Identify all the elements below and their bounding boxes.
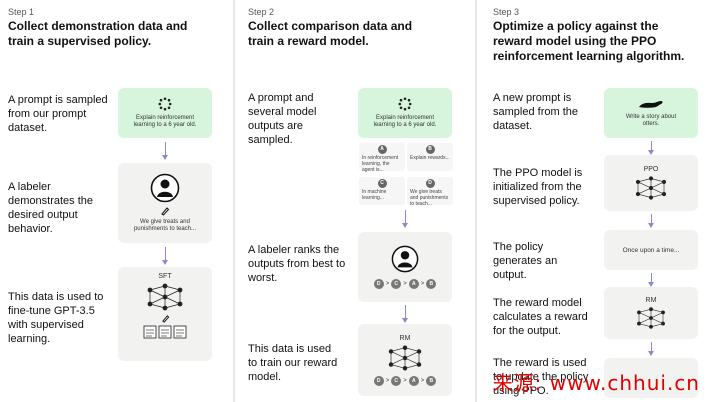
step-3-row-3-text: The policy generates an output. xyxy=(493,241,558,281)
step-3-rm-box: RM xyxy=(604,287,698,339)
ppo-label: PPO xyxy=(643,165,659,173)
step-1-labeler-box: We give treats and punishments to teach.… xyxy=(118,163,212,243)
step-2-label: Step 2 xyxy=(248,7,275,17)
step-3-row-4-text: The reward model calculates a reward for… xyxy=(493,297,588,337)
step-1-arrow-2 xyxy=(162,247,168,265)
step-3-row-5-text: The reward is used to update the policy … xyxy=(493,357,589,397)
step-3-arrow-1 xyxy=(648,141,654,155)
output-a-letter: A xyxy=(377,145,387,154)
output-d-letter: D xyxy=(425,179,435,188)
neural-network-icon xyxy=(388,344,422,371)
step-3-output-text: Once upon a time... xyxy=(622,246,680,254)
sft-label: SFT xyxy=(158,273,172,280)
step-3-row-2-text: The PPO model is initialized from the su… xyxy=(493,167,583,207)
step-1-title: Collect demonstration data and train a s… xyxy=(8,19,188,48)
step-1-label: Step 1 xyxy=(8,7,35,17)
step-2-arrow-2 xyxy=(402,305,408,323)
step-2-prompt-box: Explain reinforcement learning to a 6 ye… xyxy=(358,88,452,138)
otter-icon xyxy=(639,101,663,108)
step-1-column: Step 1 Collect demonstration data and tr… xyxy=(0,0,232,402)
output-a-text: In reinforcement learning, the agent is.… xyxy=(362,155,399,173)
rank-3: A xyxy=(408,279,419,289)
step-3-label: Step 3 xyxy=(493,7,520,17)
step-2-prompt-text: Explain reinforcement learning to a 6 ye… xyxy=(373,115,437,128)
pencil-icon xyxy=(161,207,170,216)
step-2-row-2-text: A labeler ranks the outputs from best to… xyxy=(248,244,346,284)
step-1-row-3-text: This data is used to fine-tune GPT-3.5 w… xyxy=(8,291,104,345)
step-2-row-1-text: A prompt and several model outputs are s… xyxy=(248,92,317,146)
rank-2: C xyxy=(391,279,402,289)
step-2-ranking-row: D> C> A> B xyxy=(373,279,437,289)
step-3-arrow-2 xyxy=(648,214,654,228)
rm-rank-3: A xyxy=(408,375,419,386)
output-d-text: We give treats and punishments to teach.… xyxy=(410,189,449,207)
neural-network-icon xyxy=(635,175,667,200)
loading-spinner-icon xyxy=(158,97,172,111)
step-3-reward-box xyxy=(604,358,698,398)
step-3-output-box: Once upon a time... xyxy=(604,230,698,270)
documents-icon xyxy=(143,325,187,339)
watermark-text: 来源: www.chhui.cn xyxy=(492,371,700,395)
person-icon xyxy=(150,173,180,203)
column-divider-1 xyxy=(233,0,235,402)
output-c-letter: C xyxy=(377,179,387,188)
rm-label: RM xyxy=(399,334,411,342)
step-3-prompt-box: Write a story about otters. xyxy=(604,88,698,138)
step-3-row-1-text: A new prompt is sampled from the dataset… xyxy=(493,92,578,132)
step-2-column: Step 2 Collect comparison data and train… xyxy=(236,0,474,402)
step-3-title: Optimize a policy against the reward mod… xyxy=(493,19,685,63)
step-1-row-1-text: A prompt is sampled from our prompt data… xyxy=(8,94,108,134)
step-1-row-2-text: A labeler demonstrates the desired outpu… xyxy=(8,181,93,235)
neural-network-icon xyxy=(637,306,665,329)
rank-1: D xyxy=(373,279,384,289)
output-card-a: A In reinforcement learning, the agent i… xyxy=(359,143,405,173)
output-card-d: D We give treats and punishments to teac… xyxy=(407,177,453,207)
step-1-arrow-1 xyxy=(162,142,168,160)
step-3-column: Step 3 Optimize a policy against the rew… xyxy=(478,0,706,402)
step-3-prompt-text: Write a story about otters. xyxy=(625,114,677,127)
pencil-icon xyxy=(161,315,169,323)
rm-rank-1: D xyxy=(373,375,384,386)
step-3-ppo-box: PPO xyxy=(604,155,698,211)
person-icon xyxy=(391,245,419,273)
output-card-c: C In machine learning... xyxy=(359,177,405,205)
loading-spinner-icon xyxy=(398,97,412,111)
step-2-rm-box: RM D> C> A> B xyxy=(358,324,452,396)
step-3-arrow-4 xyxy=(648,342,654,356)
output-card-b: B Explain rewards... xyxy=(407,143,453,171)
step-2-title: Collect comparison data and train a rewa… xyxy=(248,19,413,48)
step-3-rm-label: RM xyxy=(645,296,657,304)
step-1-prompt-box: Explain reinforcement learning to a 6 ye… xyxy=(118,88,212,138)
column-divider-2 xyxy=(475,0,477,402)
step-2-labeler-box: D> C> A> B xyxy=(358,232,452,302)
rm-rank-2: C xyxy=(391,375,402,386)
neural-network-icon xyxy=(147,283,183,311)
step-2-arrow-1 xyxy=(402,210,408,228)
step-3-arrow-3 xyxy=(648,273,654,287)
output-c-text: In machine learning... xyxy=(362,189,387,201)
rank-4: B xyxy=(426,279,437,289)
output-b-text: Explain rewards... xyxy=(410,155,450,161)
step-1-prompt-text: Explain reinforcement learning to a 6 ye… xyxy=(133,115,197,128)
step-1-labeler-text: We give treats and punishments to teach.… xyxy=(133,219,197,232)
step-2-rm-ranking-row: D> C> A> B xyxy=(373,375,437,386)
rm-rank-4: B xyxy=(426,375,437,386)
step-2-row-3-text: This data is used to train our reward mo… xyxy=(248,343,338,383)
step-1-model-box: SFT xyxy=(118,267,212,361)
output-b-letter: B xyxy=(425,145,435,154)
